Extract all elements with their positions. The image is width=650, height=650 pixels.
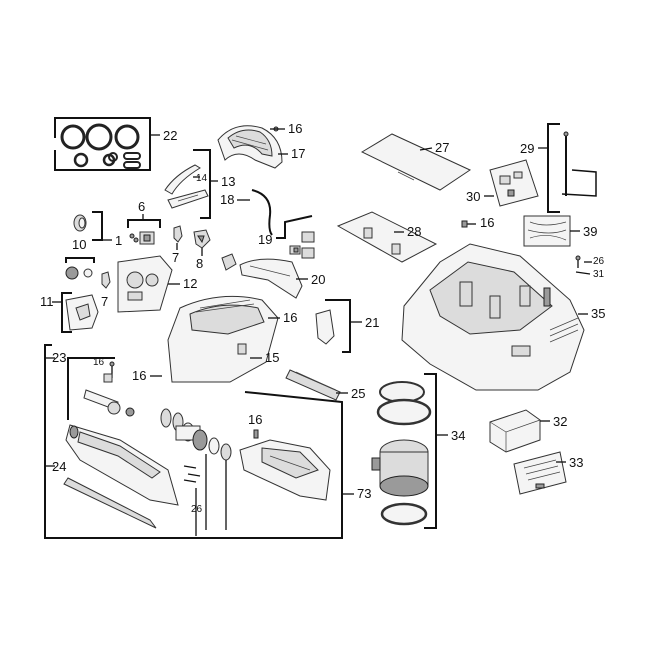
callout-12: 12 (183, 276, 197, 291)
callout-7-a: 7 (172, 250, 179, 265)
callout-32: 32 (553, 414, 567, 429)
screws-23 (83, 361, 135, 417)
callout-16-screw: 16 (132, 368, 146, 383)
callout-28: 28 (407, 224, 421, 239)
callout-73: 73 (357, 486, 371, 501)
bracket-23 (67, 357, 92, 420)
callout-18: 18 (220, 192, 234, 207)
callout-6: 6 (138, 199, 145, 214)
callout-20: 20 (311, 272, 325, 287)
callout-14: 14 (196, 173, 208, 184)
callout-16-housing: 16 (283, 310, 297, 325)
callout-26-right: 26 (593, 256, 605, 267)
callout-34: 34 (451, 428, 465, 443)
grille-33 (513, 451, 567, 495)
callout-27: 27 (435, 140, 449, 155)
handle-assembly (164, 149, 211, 219)
callout-1: 1 (115, 233, 122, 248)
latch-21 (315, 299, 351, 353)
callout-30: 30 (466, 189, 480, 204)
callout-22: 22 (163, 128, 177, 143)
callout-16-top: 16 (288, 121, 302, 136)
filter-strip-25 (285, 369, 341, 401)
callout-16-small: 16 (93, 357, 105, 368)
callout-16-right: 16 (480, 215, 494, 230)
upper-housing-15 (167, 295, 279, 383)
base-housing-35 (401, 243, 585, 391)
callout-25: 25 (351, 386, 365, 401)
wiring-harness-39 (523, 215, 571, 247)
callout-24: 24 (52, 459, 66, 474)
seal-rings-group (54, 117, 160, 171)
callout-11: 11 (40, 294, 54, 309)
roller-parts (160, 408, 232, 530)
filter-cover-top (217, 125, 283, 169)
lower-group-bracket (44, 344, 343, 539)
callout-13: 13 (221, 174, 235, 189)
callout-29: 29 (520, 141, 534, 156)
callout-19: 19 (258, 232, 272, 247)
callout-26-lower: 26 (191, 504, 203, 515)
callout-10: 10 (72, 237, 86, 252)
callout-15: 15 (265, 350, 279, 365)
filter-plate-27 (360, 133, 472, 191)
callout-35: 35 (591, 306, 605, 321)
callout-8: 8 (196, 256, 203, 271)
latch-8 (193, 229, 211, 249)
screw-16-right (461, 220, 476, 228)
foam-block-32 (489, 409, 541, 453)
clip-7-a (173, 225, 183, 243)
callout-21: 21 (365, 315, 379, 330)
small-caps-group (65, 211, 103, 280)
callout-16-motor: 16 (248, 412, 262, 427)
circuit-board-30 (489, 159, 539, 207)
clips-19 (276, 215, 315, 259)
floor-nozzle-24 (63, 424, 179, 529)
callout-31: 31 (593, 269, 605, 280)
switch-parts-6 (127, 214, 161, 245)
clip-7-b (101, 271, 111, 289)
callout-39: 39 (583, 224, 597, 239)
motor-assembly-34 (371, 373, 437, 529)
bracket-part-11 (61, 292, 99, 333)
callout-7-b: 7 (101, 294, 108, 309)
side-cover-20 (221, 253, 303, 299)
cable-29 (547, 123, 597, 213)
screws-26-31 (575, 255, 592, 275)
callout-17: 17 (291, 146, 305, 161)
mount-plate-28 (336, 211, 438, 263)
callout-23: 23 (52, 350, 66, 365)
motor-cover-73 (239, 429, 331, 501)
control-panel-12 (117, 255, 173, 313)
callout-33: 33 (569, 455, 583, 470)
